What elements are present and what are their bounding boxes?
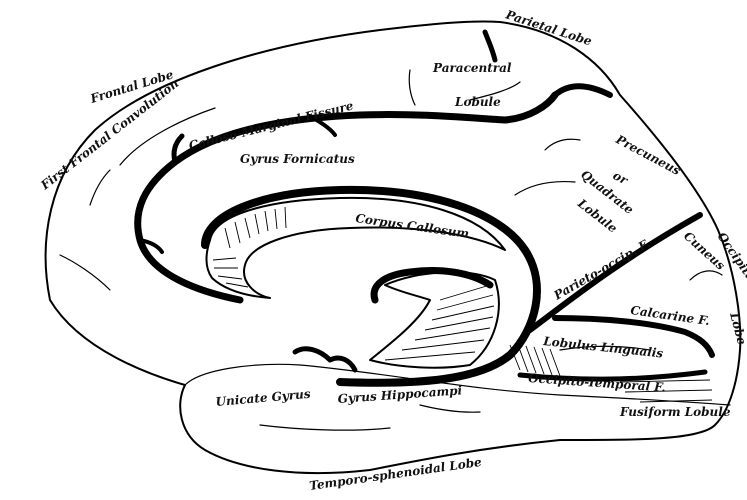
label-fusiform-lobule: Fusiform Lobule <box>619 405 731 419</box>
label-gyrus-fornicatus: Gyrus Fornicatus <box>240 152 355 166</box>
label-lobule-paracentral: Lobule <box>454 95 501 109</box>
label-paracentral: Paracentral <box>432 61 512 75</box>
